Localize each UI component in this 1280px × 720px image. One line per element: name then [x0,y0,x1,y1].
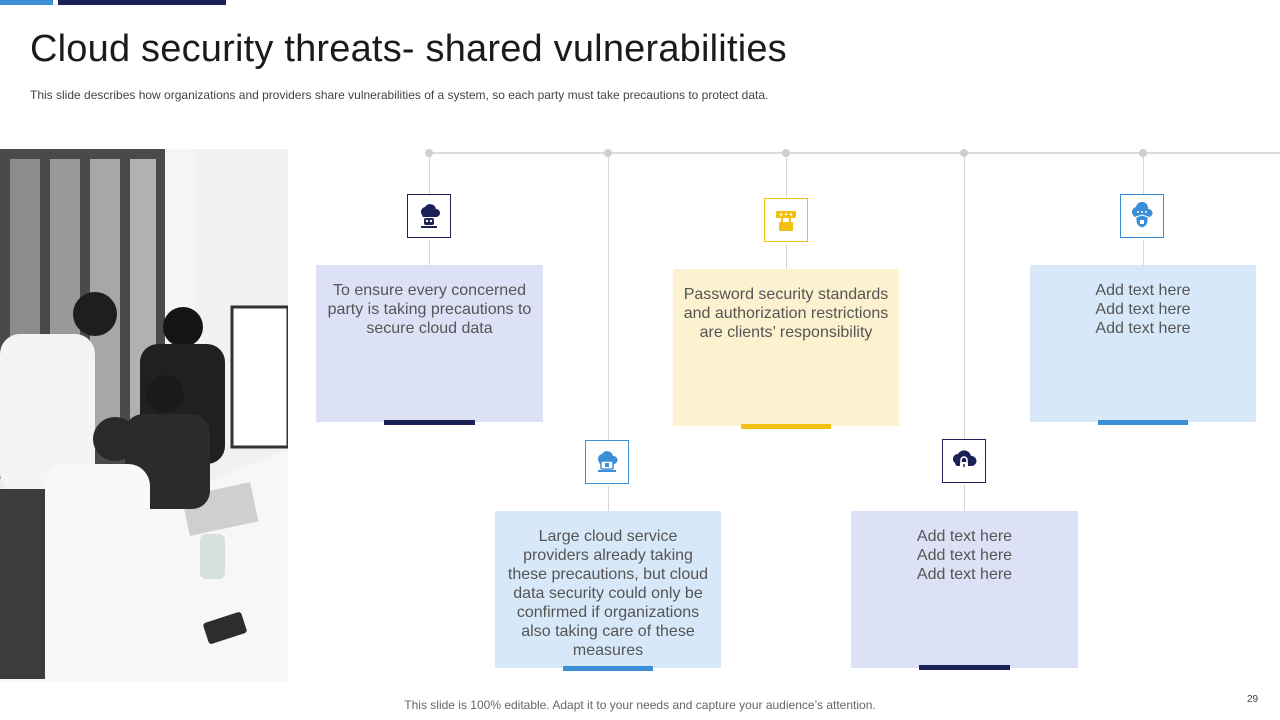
timeline-dot [425,149,433,157]
card-accent-bar [384,420,475,425]
info-card: Password security standards and authoriz… [673,269,899,426]
timeline-dot [782,149,790,157]
card-text: Add text here Add text here Add text her… [916,528,1013,583]
footer-note: This slide is 100% editable. Adapt it to… [404,698,876,712]
top-accent-bar-blue [0,0,53,5]
connector-line [429,153,430,194]
info-card: Large cloud service providers already ta… [495,511,721,668]
page-subtitle: This slide describes how organizations a… [30,88,769,102]
card-accent-bar [741,424,831,429]
card-text: To ensure every concerned party is takin… [327,282,532,337]
connector-line [786,153,787,198]
connector-line [964,485,965,511]
info-card: Add text here Add text here Add text her… [851,511,1078,668]
timeline-dot [1139,149,1147,157]
card-text: Password security standards and authoriz… [683,286,889,341]
card-accent-bar [563,666,653,671]
cloud-padlock-icon [942,439,986,483]
team-photo [0,149,288,682]
card-text: Large cloud service providers already ta… [507,528,709,659]
connector-line [1143,240,1144,265]
connector-line [608,486,609,511]
connector-line [786,244,787,269]
top-accent-bar-navy [58,0,226,5]
connector-line [608,153,609,440]
page-number: 29 [1247,694,1259,705]
cloud-robot-icon [407,194,451,238]
connector-line [429,240,430,265]
timeline-dot [960,149,968,157]
page-title: Cloud security threats- shared vulnerabi… [30,28,787,70]
cloud-shield-icon [1120,194,1164,238]
connector-line [964,153,965,439]
timeline-axis [429,152,1280,154]
card-accent-bar [1098,420,1188,425]
info-card: To ensure every concerned party is takin… [316,265,543,422]
timeline-dot [604,149,612,157]
card-text: Add text here Add text here Add text her… [1095,282,1191,337]
cloud-laptop-lock-icon [585,440,629,484]
password-lock-icon [764,198,808,242]
info-card: Add text here Add text here Add text her… [1030,265,1256,422]
team-photo-illustration [0,149,288,682]
card-accent-bar [919,665,1010,670]
connector-line [1143,153,1144,194]
